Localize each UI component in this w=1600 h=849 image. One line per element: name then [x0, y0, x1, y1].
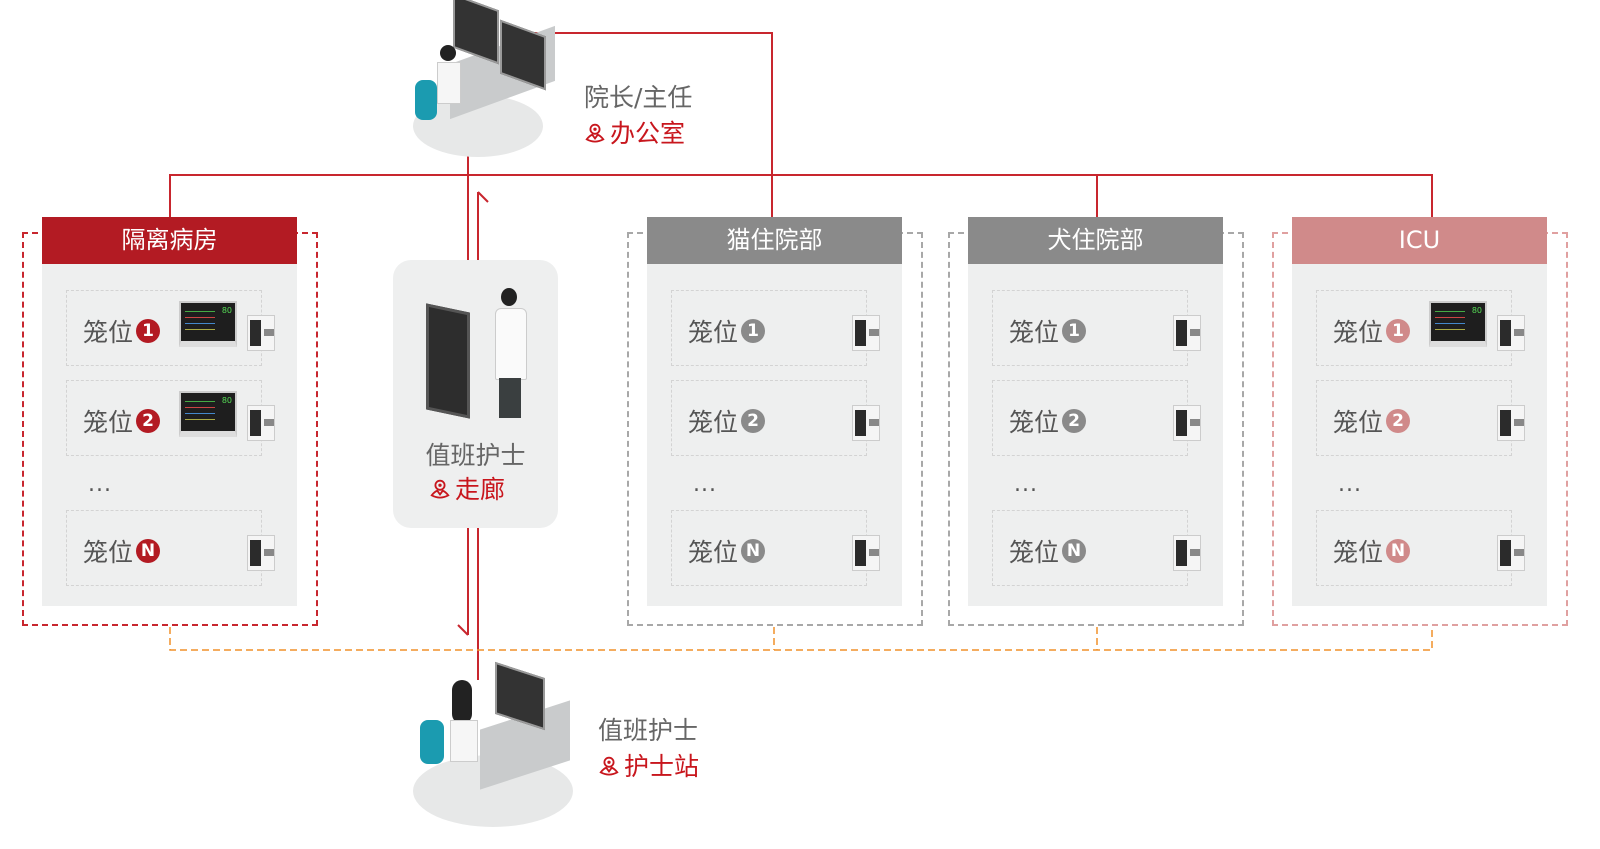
- ward-header: ICU: [1292, 217, 1547, 264]
- infusion-pump-icon: [1497, 315, 1525, 351]
- central-monitor-tablet-icon: [426, 303, 470, 419]
- infusion-pump-icon: [852, 405, 880, 441]
- cage-number-badge: 2: [741, 409, 766, 433]
- cage-number-badge: N: [741, 539, 766, 563]
- ward-header: 隔离病房: [42, 217, 297, 264]
- cage-number-badge: N: [1386, 539, 1411, 563]
- director-label: 院长/主任 办公室: [584, 78, 692, 150]
- station-nurse-location: 护士站: [624, 752, 700, 781]
- cage-number-badge: 1: [1386, 319, 1411, 343]
- infusion-pump-icon: [1497, 535, 1525, 571]
- more-slots-ellipsis: ...: [1338, 472, 1362, 497]
- infusion-pump-icon: [247, 405, 275, 441]
- location-pin-icon: [599, 756, 619, 776]
- station-nurse-label: 值班护士 护士站: [598, 711, 699, 783]
- nurse-station-illustration: [410, 660, 580, 830]
- more-slots-ellipsis: ...: [693, 472, 717, 497]
- cage-number-badge: N: [1062, 539, 1087, 563]
- cage-label-text: 笼位: [688, 318, 739, 347]
- more-slots-ellipsis: ...: [88, 472, 112, 497]
- director-illustration: [405, 0, 565, 160]
- cage-label-text: 笼位: [1333, 318, 1384, 347]
- infusion-pump-icon: [852, 535, 880, 571]
- cage-number-badge: N: [136, 539, 161, 563]
- director-title: 院长/主任: [584, 83, 693, 112]
- corridor-nurse-location: 走廊: [455, 475, 506, 504]
- location-pin-icon: [585, 123, 605, 143]
- cage-number-badge: 1: [1062, 319, 1087, 343]
- infusion-pump-icon: [1173, 535, 1201, 571]
- infusion-pump-icon: [1497, 405, 1525, 441]
- corridor-nurse-card: 值班护士 走廊: [393, 260, 558, 528]
- director-location: 办公室: [610, 119, 686, 148]
- ward-header: 犬住院部: [968, 217, 1223, 264]
- nurse-figure-icon: [493, 288, 527, 418]
- patient-monitor-icon: [1429, 301, 1487, 347]
- ward-panel: 隔离病房 笼位1 笼位2 笼位N ...: [42, 217, 297, 606]
- infusion-pump-icon: [1173, 315, 1201, 351]
- cage-number-badge: 2: [1386, 409, 1411, 433]
- cage-number-badge: 2: [136, 409, 161, 433]
- more-slots-ellipsis: ...: [1014, 472, 1038, 497]
- cage-label-text: 笼位: [688, 538, 739, 567]
- cage-label-text: 笼位: [1333, 408, 1384, 437]
- infusion-pump-icon: [852, 315, 880, 351]
- cage-label-text: 笼位: [1009, 538, 1060, 567]
- cage-label-text: 笼位: [1009, 318, 1060, 347]
- wireless-bus-line: [169, 627, 1433, 651]
- patient-monitor-icon: [179, 301, 237, 347]
- cage-label-text: 笼位: [83, 318, 134, 347]
- cage-label-text: 笼位: [1009, 408, 1060, 437]
- cage-label-text: 笼位: [688, 408, 739, 437]
- station-nurse-title: 值班护士: [598, 716, 699, 745]
- cage-number-badge: 2: [1062, 409, 1087, 433]
- cage-label-text: 笼位: [1333, 538, 1384, 567]
- cage-number-badge: 1: [741, 319, 766, 343]
- infusion-pump-icon: [1173, 405, 1201, 441]
- cage-number-badge: 1: [136, 319, 161, 343]
- cage-label-text: 笼位: [83, 408, 134, 437]
- cage-label-text: 笼位: [83, 538, 134, 567]
- location-pin-icon: [430, 479, 450, 499]
- ward-bus-line: [169, 174, 1433, 217]
- corridor-nurse-title: 值班护士: [425, 441, 526, 470]
- patient-monitor-icon: [179, 391, 237, 437]
- director-link: [522, 32, 773, 217]
- ward-header: 猫住院部: [647, 217, 902, 264]
- infusion-pump-icon: [247, 535, 275, 571]
- ward-panel: ICU 笼位1 笼位2 笼位N ...: [1292, 217, 1547, 606]
- infusion-pump-icon: [247, 315, 275, 351]
